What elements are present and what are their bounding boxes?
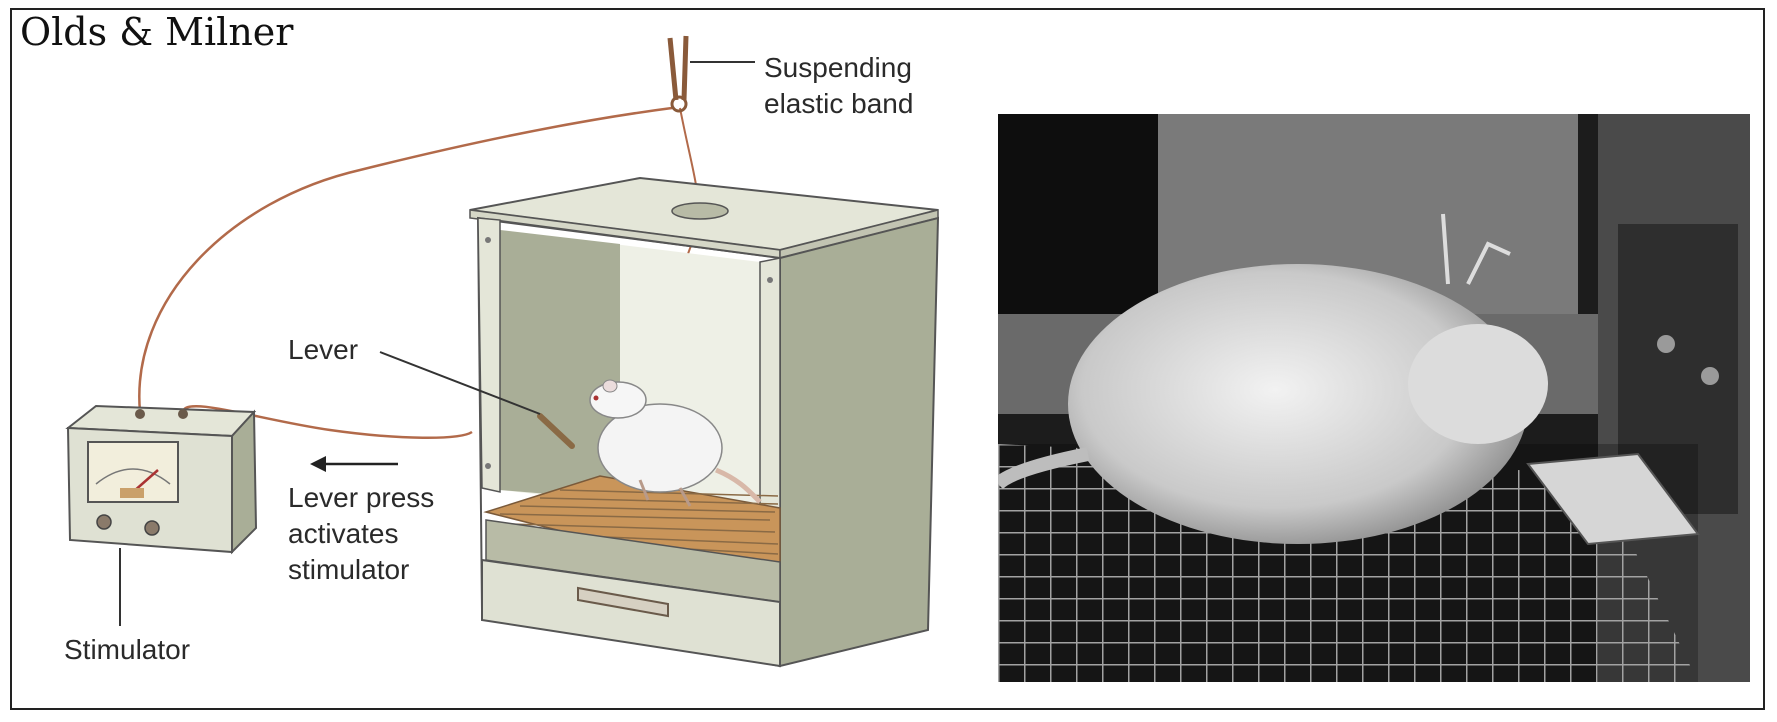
label-stimulator: Stimulator xyxy=(64,632,190,668)
label-lever-press: Lever press activates stimulator xyxy=(288,480,434,588)
elastic-band-clip xyxy=(670,36,755,111)
label-suspending-line1: Suspending xyxy=(764,50,913,86)
stimulator-device xyxy=(68,406,256,626)
photo-graphic xyxy=(998,114,1750,682)
label-suspending-elastic-band: Suspending elastic band xyxy=(764,50,913,122)
label-suspending-line2: elastic band xyxy=(764,86,913,122)
left-arrow-icon xyxy=(310,456,398,472)
label-press-line3: stimulator xyxy=(288,552,434,588)
label-press-line2: activates xyxy=(288,516,434,552)
label-lever: Lever xyxy=(288,332,358,368)
label-press-line1: Lever press xyxy=(288,480,434,516)
rat-photograph xyxy=(998,114,1750,682)
